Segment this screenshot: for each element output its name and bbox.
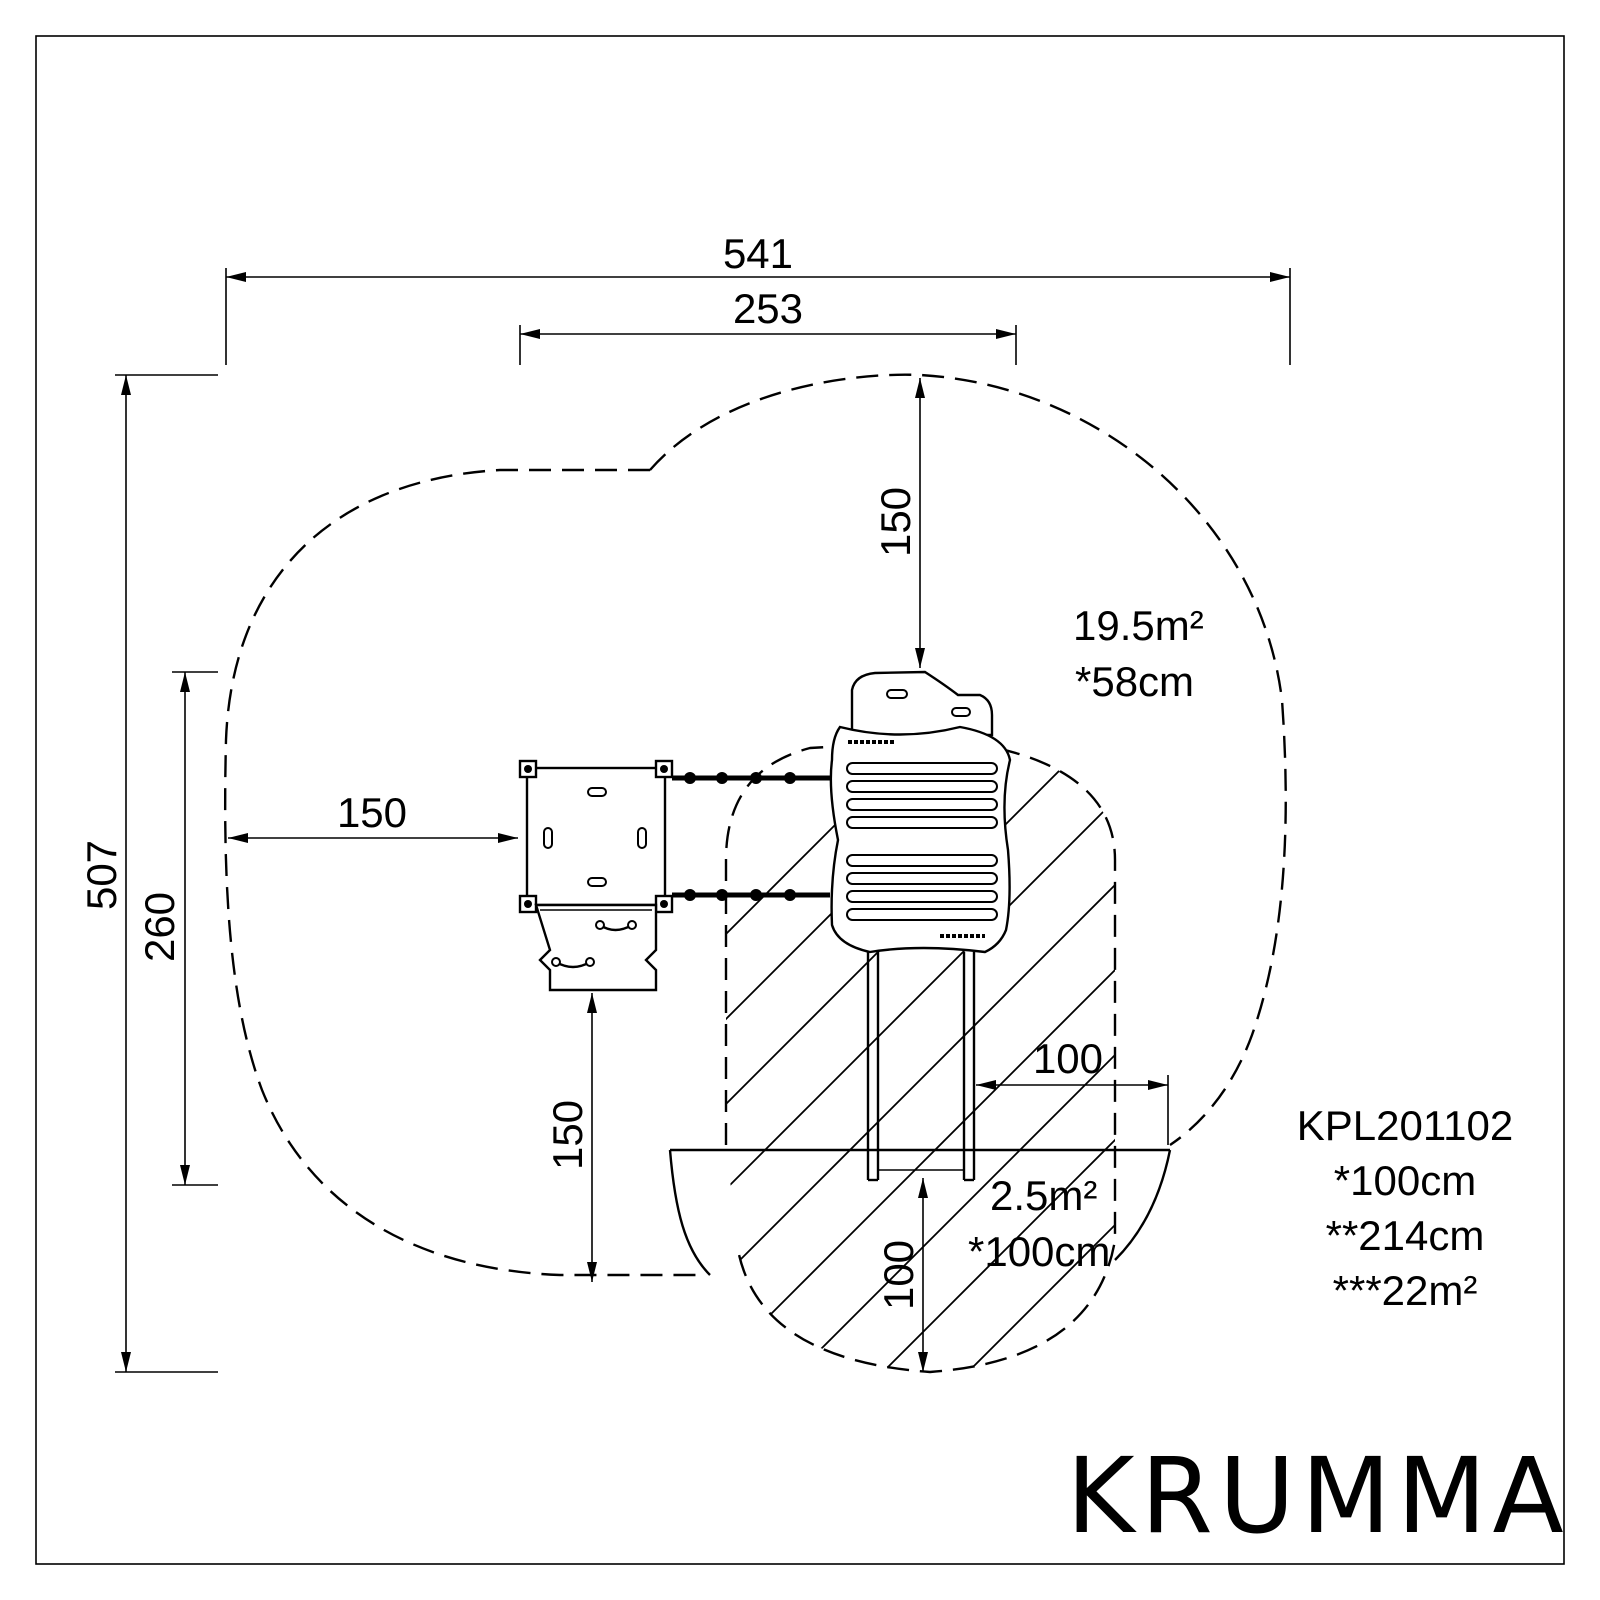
dim-inner-width-label: 253 (733, 285, 803, 332)
dimension-bottom-clearance: 150 (544, 993, 597, 1282)
climbing-wall (829, 670, 1012, 954)
slide-zone-fall-height-label: *100cm (968, 1228, 1110, 1275)
drawing-frame (35, 35, 1565, 1565)
dim-overall-depth-label: 507 (78, 840, 125, 910)
dimension-slide-end-clearance: 100 (875, 1178, 928, 1372)
dim-bottom-clearance-label: 150 (544, 1100, 591, 1170)
main-zone-area-label: 19.5m² (1073, 602, 1204, 649)
slide-zone-area-label: 2.5m² (990, 1172, 1097, 1219)
slide-chute (866, 952, 976, 1182)
product-total-area: ***22m² (1333, 1267, 1478, 1314)
platform-tower (518, 759, 674, 914)
connecting-bridge (672, 772, 830, 901)
dim-slide-end-clearance-label: 100 (875, 1240, 922, 1310)
dim-overall-width-label: 541 (723, 230, 793, 277)
slide-exit-zone (668, 1148, 1172, 1276)
product-free-fall-height: *100cm (1334, 1157, 1476, 1204)
dim-equipment-depth-label: 260 (136, 892, 183, 962)
dim-slide-side-clearance-label: 100 (1033, 1035, 1103, 1082)
dim-top-clearance-label: 150 (872, 487, 919, 557)
product-code: KPL201102 (1297, 1102, 1513, 1149)
product-total-height: **214cm (1326, 1212, 1485, 1259)
dimension-top-clearance: 150 (872, 378, 925, 668)
brand-logo: KRUMMA (1066, 1435, 1569, 1557)
climbing-holds (846, 762, 998, 921)
dimension-left-clearance: 150 (228, 789, 518, 843)
dim-left-clearance-label: 150 (337, 789, 407, 836)
platform-steps (534, 903, 658, 992)
dimension-slide-side-clearance: 100 (976, 1035, 1169, 1145)
dimension-equipment-depth: 260 (136, 671, 218, 1186)
safety-zone-outline (223, 373, 1287, 1277)
dimension-overall-width: 541 (225, 230, 1291, 365)
dimension-inner-width: 253 (519, 285, 1017, 365)
dimension-overall-depth: 507 (78, 374, 218, 1373)
main-zone-fall-height-label: *58cm (1075, 658, 1194, 705)
